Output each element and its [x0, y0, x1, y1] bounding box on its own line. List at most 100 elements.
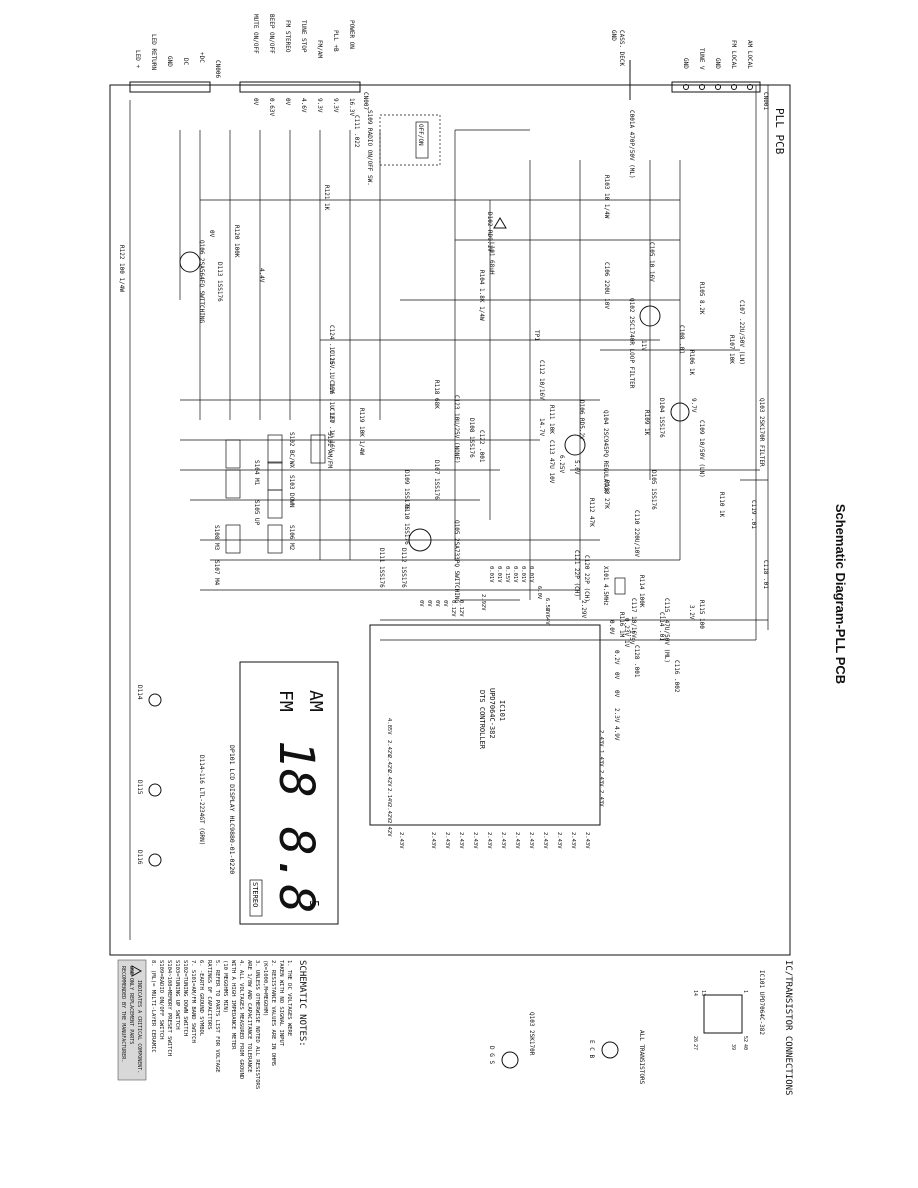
oscillator-group: C120 22P (CH) C121 22P (CH) X101 4.5MHz … — [573, 510, 705, 693]
c126-label: C126 .1U 16V — [328, 380, 335, 424]
ic-left-v-5: 0.01V — [520, 566, 526, 583]
misc-v-6: 4.4V — [258, 268, 265, 283]
q104-group: Q104 2SC945PQ REGULATOR R113 27K D105 1S… — [564, 410, 769, 589]
switch-s101: S101 AM/FM — [326, 432, 333, 469]
cn006-pin-5: LED + — [134, 50, 141, 68]
note-line-18: 8. (ML)= MULTI-LAYER CERAMIC — [150, 960, 156, 1053]
c106-label: C106 220U 10V — [603, 262, 610, 309]
d105-label: D105 1SS176 — [650, 470, 657, 510]
r120-label: R120 100K — [233, 225, 240, 258]
cn001-pin-4: TUNE V — [698, 48, 705, 70]
board-label: PLL PCB — [773, 108, 786, 155]
d104-label: D104 1SS176 — [658, 398, 665, 438]
ic-bot-v-8: 2.43V — [486, 832, 492, 849]
ic-left-v-6: 0.01V — [512, 566, 518, 583]
d107-label: D107 1SS176 — [433, 460, 440, 500]
ic-left-v-17: 4.85V — [386, 718, 392, 735]
ic101-ref: IC101 — [498, 700, 506, 721]
ic-left-v-22: 2.42V — [386, 804, 392, 821]
ic-left-v-16: 0V — [418, 600, 424, 607]
cn007-pin-3: FM/AM — [316, 40, 323, 58]
ic-pin-52: 52 — [742, 1036, 748, 1042]
d109-label: D109 1SS176 — [403, 470, 410, 510]
s109-switch: OFF/ON S109 RADIO ON/OFF SW. C111 .022 — [353, 110, 441, 186]
cn007-pin-6: BEEP ON/OFF — [268, 14, 275, 54]
schematic-notes: SCHEMATIC NOTES: 1. THE DC VOLTAGES WERE… — [117, 959, 307, 1089]
q102-label: Q102 2SC1740R LOOP FILTER — [628, 298, 635, 389]
cn001-ref: CN001 — [762, 92, 769, 110]
connector-cn007: CN007 POWER ON PLL +B FM/AM TUNE STOP FM… — [239, 14, 369, 116]
r115-label: R115 100 — [698, 600, 705, 629]
ic-left-v-4: 0.01V — [528, 566, 534, 583]
r113-label: R113 27K — [603, 480, 610, 509]
lcd-stereo: STEREO — [251, 882, 259, 907]
switch-s104: S104 M1 — [253, 460, 260, 486]
bus-wires — [179, 85, 769, 641]
schematic-frame: PLL PCB — [109, 14, 793, 1095]
ic-bot-v-2: 2.43V — [570, 832, 576, 849]
r122-label: R122 100 1/4W — [118, 245, 125, 292]
ic-q103-label: Q103 2SK170R — [528, 1012, 535, 1056]
note-line-4: (K=1000,M=MEGOHM) — [262, 960, 268, 1016]
r121-label: R121 1K — [323, 185, 330, 211]
d102-label: D102 RD9.1V — [486, 212, 493, 252]
d111-label: D111 1SS176 — [378, 548, 385, 588]
r118-label: R118 68K — [433, 380, 440, 409]
ic-pin-39: 39 — [730, 1044, 736, 1050]
q106-label: Q106 2SA564FQ SWITCHING — [198, 240, 205, 323]
misc-v-7: 0V — [208, 230, 215, 238]
ic-bot-v-10: 2.43V — [458, 832, 464, 849]
ic-left-v-8: 0.01V — [496, 566, 502, 583]
note-line-7: 4. ALL VOLTAGES MEASURED FROM GROUND — [238, 960, 244, 1079]
led-d114-ref: D114 — [136, 685, 143, 700]
r106-label: R106 1K — [688, 350, 695, 376]
led-d115-ref: D115 — [136, 780, 143, 795]
note-line-2: TAKEN WITH NO SIGNAL INPUT — [278, 960, 284, 1047]
ic101: IC101 UPD7064C-382 DTS CONTROLLER — [369, 624, 601, 826]
tp1-label: TP1 — [533, 330, 540, 341]
ic101-part: UPD7064C-382 — [488, 688, 496, 739]
cn006-pin-2: DC — [182, 58, 189, 66]
switch-s107: S107 M4 — [213, 560, 220, 586]
ic-pin-27: 27 — [692, 1044, 698, 1050]
r107-label: R107 10K — [728, 335, 735, 364]
r104-label: R104 1.8K 1/4W — [478, 270, 485, 321]
key-switches — [225, 434, 326, 554]
lcd-band-fm: FM — [275, 690, 296, 712]
note-line-17: S109=RADIO ON/OFF SWITCH — [158, 960, 164, 1039]
ic-right-v-1: 2.43V — [598, 790, 604, 807]
d110-label: D110 1SS176 — [403, 505, 410, 545]
note-line-12: 6. -EARTH GROUND SYMBOL — [198, 960, 204, 1037]
ic-left-v-18: 2.42V — [386, 740, 392, 757]
lcd-label: DP101 LCD DISPLAY HLC9880-01-0220 — [228, 745, 236, 874]
note-line-3: 2. RESISTANCE VALUES ARE IN OHMS — [270, 960, 276, 1066]
switch-s105: S105 UP — [253, 500, 260, 526]
led-d114-icon — [148, 693, 162, 707]
led-label: D114~116 LTL-2234GT (GRN) — [198, 755, 205, 845]
cn007-pin-4: TUNE STOP — [300, 20, 307, 53]
lcd-digits: 18 8.8 — [268, 740, 324, 913]
c124-label: C124 .1U 16V — [328, 325, 335, 369]
ic-left-v-21: 2.14V — [386, 788, 392, 805]
ic-left-v-14: 0V — [434, 600, 440, 607]
ic-conn-ic-label: IC101 UPD7064C-382 — [758, 970, 765, 1035]
ic-top-v-1: 0.2V — [613, 650, 620, 665]
c112-label: C112 10/16V — [538, 360, 545, 400]
ic-bot-v-12: 2.43V — [430, 832, 436, 849]
c107-label: C107 .22U/50V (LN) — [738, 300, 745, 365]
c118-label: C118 .01 — [762, 560, 769, 589]
c109-label: C109 10/50V (LN) — [698, 420, 705, 478]
led-d115-icon — [148, 783, 162, 797]
ic-left-v-7: 0.15V — [504, 566, 510, 583]
transistor-pkg-icon — [601, 1041, 619, 1059]
ic-bot-v-9: 2.43V — [472, 832, 478, 849]
switch-s108: S108 M3 — [213, 525, 220, 551]
d112-label: D112 1SS176 — [400, 548, 407, 588]
ic-left-v-23: 2.42V — [386, 820, 392, 837]
misc-v-2: 11V — [640, 340, 647, 351]
switch-s106: S106 M2 — [288, 525, 295, 551]
cap-column: C124 .1U 16V C125 .1U 16V C126 .1U 16V C… — [328, 325, 585, 484]
c114-label: C114 .01 — [658, 612, 665, 641]
note-line-1: 1. THE DC VOLTAGES WERE — [286, 960, 292, 1036]
ic-top-v-2: 0V — [613, 672, 620, 680]
